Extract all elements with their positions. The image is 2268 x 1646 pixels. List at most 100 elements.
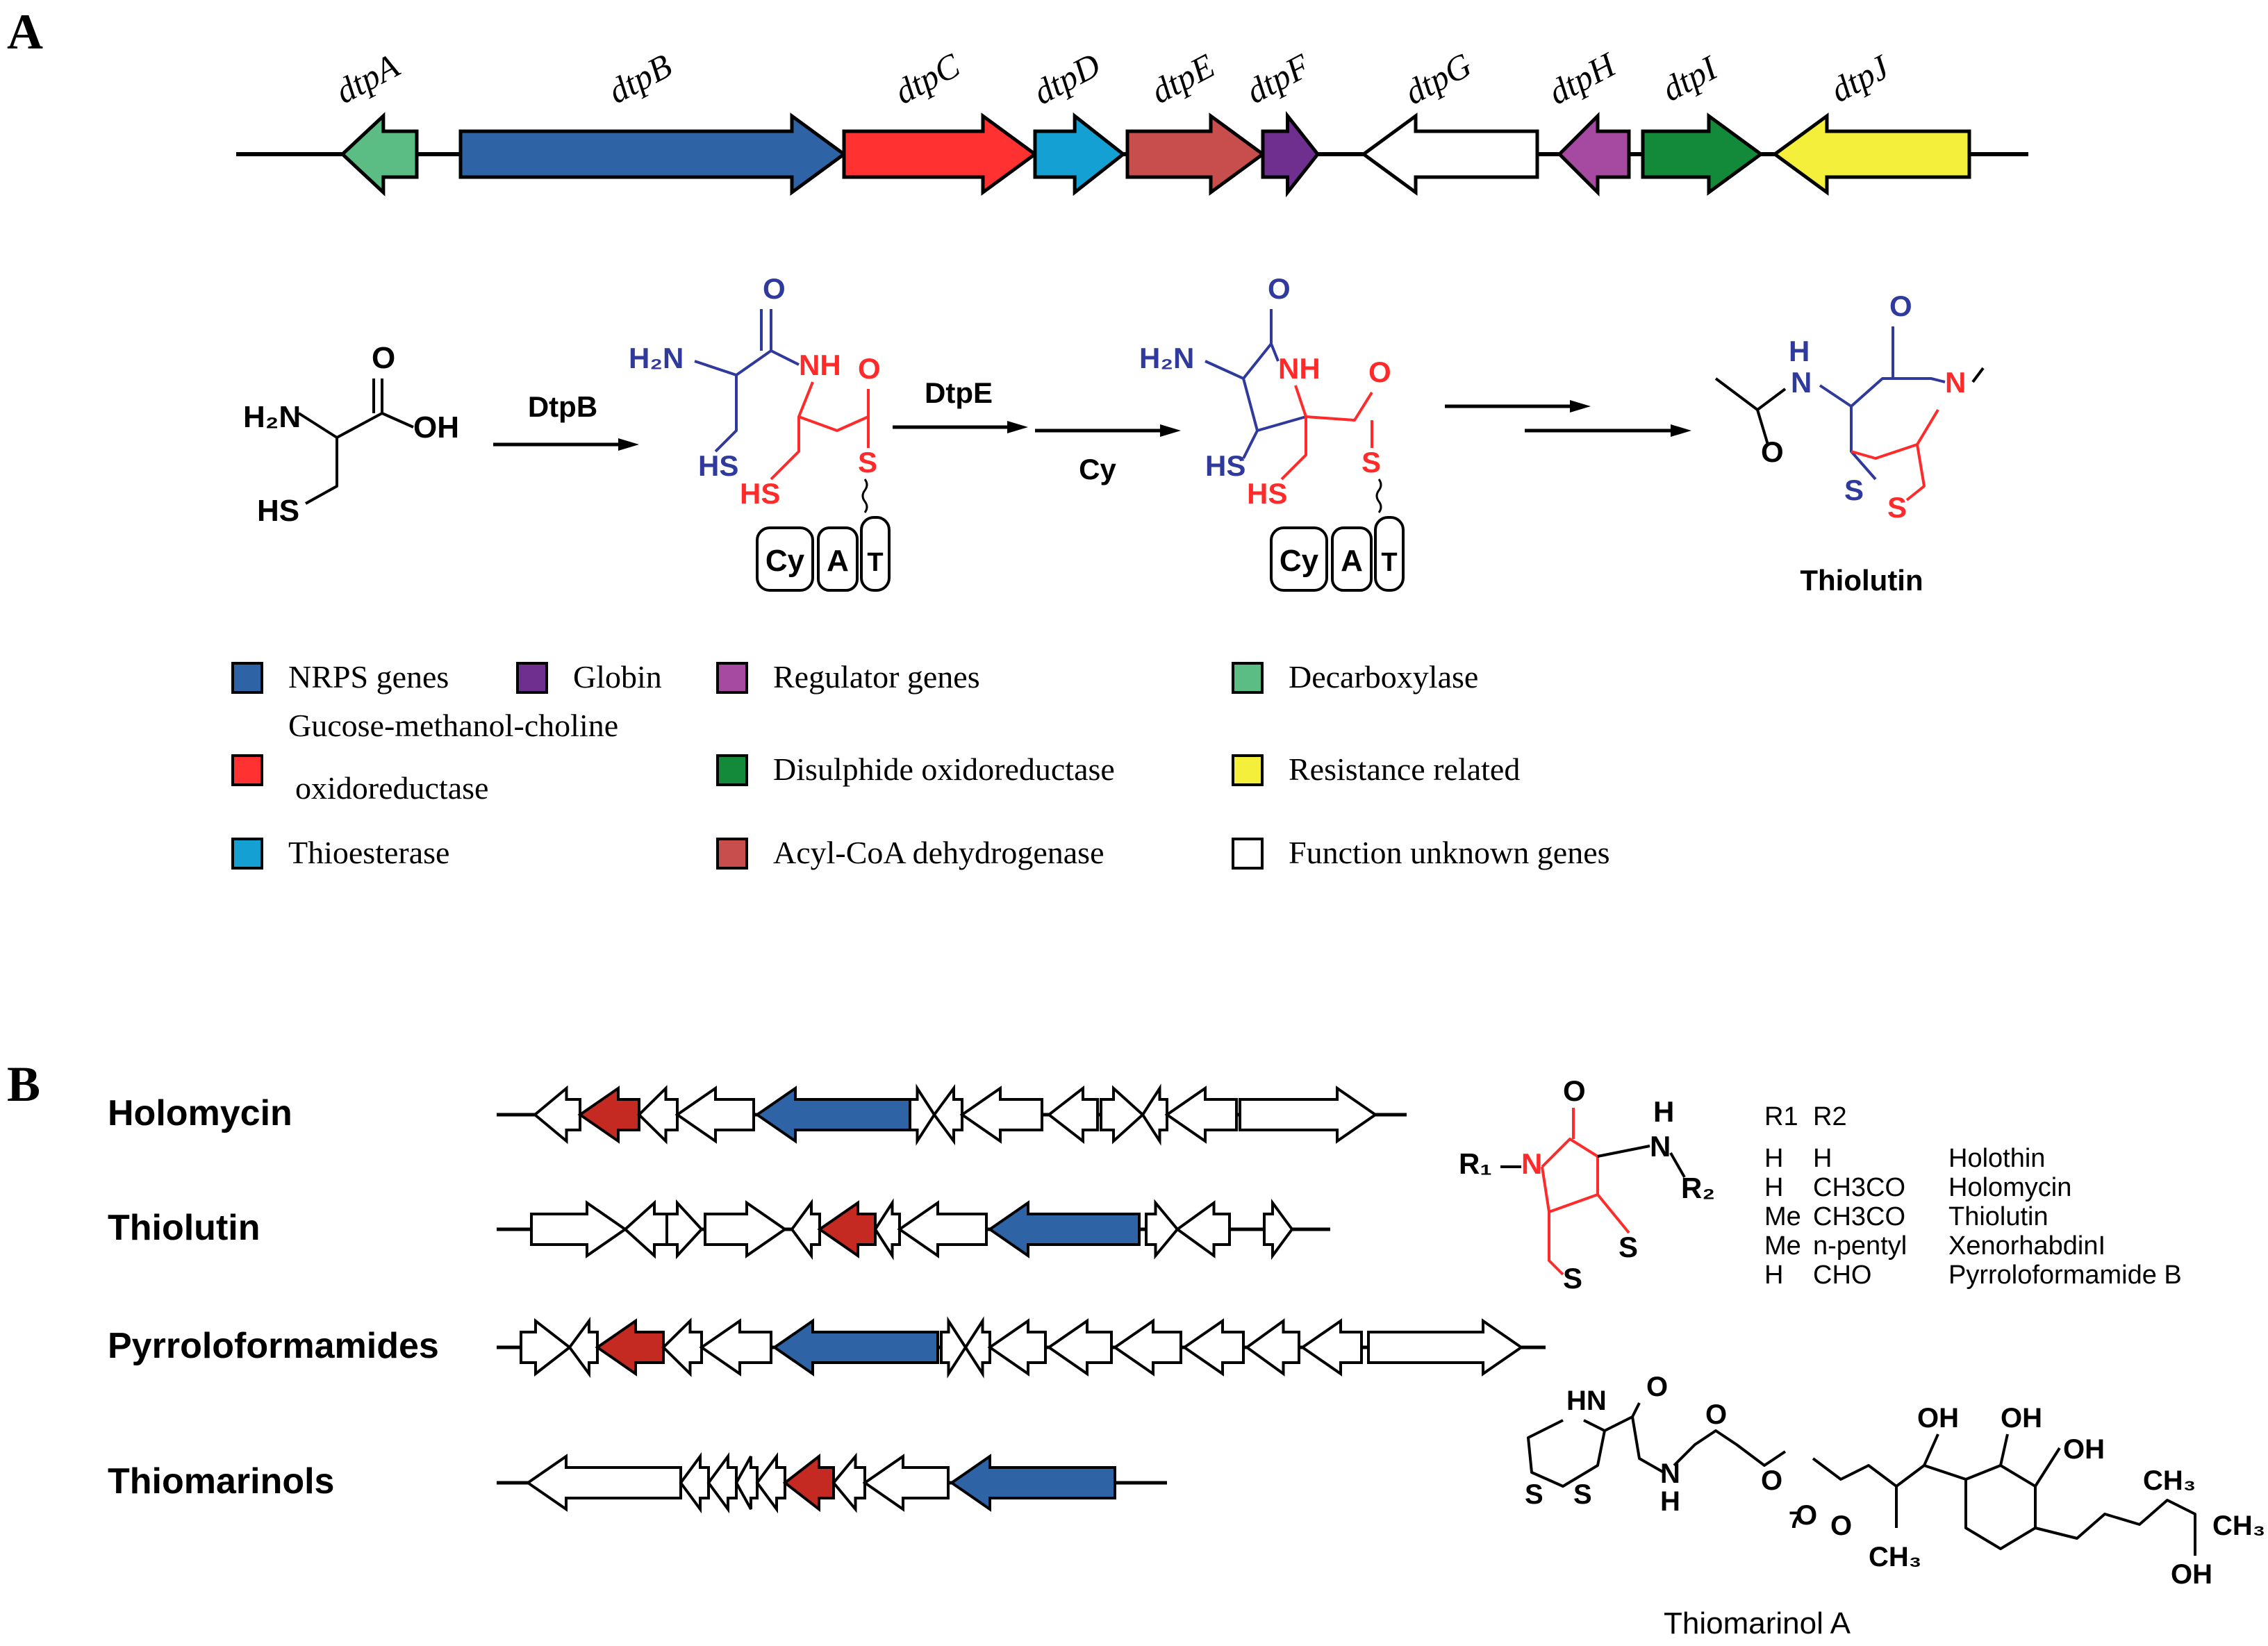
cluster-b-gene-arrow (1244, 1318, 1300, 1377)
arrow-step-2-head (1671, 424, 1691, 437)
prod-s-red: S (1887, 491, 1907, 524)
core-ring-c (1548, 1212, 1564, 1276)
domain-cy: Cy (765, 544, 805, 578)
atom-o-blue: O (763, 272, 786, 305)
gene-label-dtpA: dtpA (329, 46, 406, 111)
domain-a-box (817, 526, 859, 592)
gene-label-dtpE: dtpE (1145, 46, 1221, 111)
int1-blue-side (714, 375, 738, 453)
wavy-linker (861, 479, 868, 513)
tm-h: H (1660, 1486, 1680, 1517)
cluster-b-gene-arrow (623, 1199, 668, 1259)
cluster-b-gene-arrow (790, 1198, 821, 1261)
core-s-2: S (1563, 1262, 1582, 1295)
legend-swatch-resistance (1232, 754, 1264, 786)
core-ring-a (1541, 1138, 1599, 1213)
prod-o-black: O (1761, 435, 1784, 468)
cluster-b-gene-arrow (782, 1453, 835, 1513)
table-cell-r2: CHO (1813, 1261, 1871, 1290)
table-header-r2: R2 (1813, 1102, 1847, 1131)
legend-label-gmc: Gucose-methanol-choline (288, 708, 618, 743)
cluster-b-gene-arrow (665, 1199, 704, 1260)
atom-nh-red-2: NH (1278, 352, 1321, 385)
tm-hn: HN (1566, 1386, 1607, 1416)
cluster-b-gene-arrow (1046, 1085, 1099, 1145)
tm-o-1: O (1646, 1372, 1668, 1402)
prod-red-ring (1851, 408, 1939, 460)
tm-ch3-1: CH₃ (1869, 1542, 1921, 1572)
cys-sidechain (305, 438, 338, 505)
cluster-b-gene-arrow (704, 1200, 788, 1258)
prod-blue-ring (1819, 384, 1877, 481)
cluster-name-thiomarinols: Thiomarinols (108, 1461, 334, 1502)
panel-label-a: A (7, 4, 43, 60)
atom-h2n-blue: H₂N (629, 342, 684, 374)
cluster-b-gene-arrow (987, 1200, 1141, 1258)
atom-hs-red: HS (740, 477, 780, 510)
tm-ch3-3: CH₃ (2212, 1511, 2265, 1541)
cluster-b-gene-arrow (520, 1317, 572, 1377)
tm-o-5: O (1830, 1511, 1852, 1541)
table-cell-name: Holothin (1948, 1144, 2045, 1173)
atom-o-red: O (858, 352, 881, 385)
atom-nh-red: NH (799, 349, 841, 381)
gene-arrow-dtpD (1033, 112, 1127, 197)
domain-cy-2: Cy (1280, 544, 1319, 578)
cluster-b-gene-arrow (568, 1316, 599, 1379)
tm-o-3: O (1761, 1465, 1782, 1496)
domain-cy-box-2 (1270, 526, 1328, 592)
panel-label-b: B (7, 1056, 40, 1112)
gene-arrow-dtpF (1261, 110, 1321, 198)
cluster-b-gene-arrow (1141, 1083, 1168, 1146)
core-r1: R₁ (1459, 1147, 1492, 1180)
core-ring-b (1596, 1193, 1630, 1234)
table-header-r1: R1 (1764, 1102, 1798, 1131)
tm-oh-bond-2 (1999, 1433, 2009, 1466)
enzyme-cy: Cy (1079, 453, 1116, 485)
legend-label-gmc-2: oxidoreductase (295, 770, 488, 806)
tm-s-1: S (1525, 1479, 1543, 1510)
table-cell-name: Pyrroloformamide B (1948, 1261, 2182, 1290)
core-n-amine: N (1650, 1130, 1671, 1163)
tm-o-2: O (1705, 1399, 1727, 1430)
cluster-b-gene-arrow (699, 1318, 772, 1377)
tm-cyclohexane (1923, 1464, 2037, 1550)
tm-oh-3: OH (2063, 1434, 2105, 1465)
cluster-b-gene-arrow (525, 1454, 682, 1512)
gene-arrow-dtpH (1557, 111, 1631, 197)
tm-o-4: O (1796, 1500, 1817, 1531)
tm-bicycle (1527, 1419, 1606, 1488)
cluster-b-gene-arrow (940, 1316, 968, 1379)
prod-red-s (1905, 444, 1926, 501)
cluster-b-gene-arrow (1300, 1318, 1363, 1377)
gene-label-dtpJ: dtpJ (1824, 47, 1897, 110)
prod-acetyl-o (1756, 409, 1769, 445)
cluster-b-gene-arrow (1263, 1198, 1294, 1261)
arrow-cy-head (1160, 424, 1181, 437)
core-amine-bond (1597, 1145, 1650, 1158)
thiomarinol-name: Thiomarinol A (1664, 1606, 1851, 1640)
cluster-name-holomycin: Holomycin (108, 1093, 292, 1133)
arrow-dtpb-head (618, 438, 639, 451)
atom-oh: OH (413, 410, 459, 444)
prod-h: H (1789, 335, 1810, 367)
legend-swatch-globin (516, 662, 548, 694)
cluster-b-gene-arrow (1100, 1085, 1145, 1145)
cluster-b-gene-arrow (706, 1452, 738, 1514)
int1-blue-chain (694, 309, 772, 376)
table-cell-r2: CH3CO (1813, 1173, 1905, 1202)
core-o: O (1563, 1074, 1586, 1107)
tm-s-2: S (1573, 1479, 1592, 1510)
gene-arrow-dtpI (1641, 113, 1764, 196)
enzyme-dtpb: DtpB (528, 390, 597, 423)
int2-red (1294, 385, 1373, 422)
gene-label-dtpC: dtpC (888, 45, 966, 111)
domain-t-box-2 (1374, 516, 1405, 592)
cluster-b-gene-arrow (987, 1318, 1047, 1377)
legend-label-resistance: Resistance related (1289, 751, 1520, 787)
prod-acetyl (1714, 377, 1787, 411)
cluster-b-gene-arrow (897, 1200, 988, 1258)
gene-label-dtpD: dtpD (1027, 45, 1107, 112)
table-cell-r2: CH3CO (1813, 1202, 1905, 1231)
prod-methyl (1971, 367, 1985, 383)
